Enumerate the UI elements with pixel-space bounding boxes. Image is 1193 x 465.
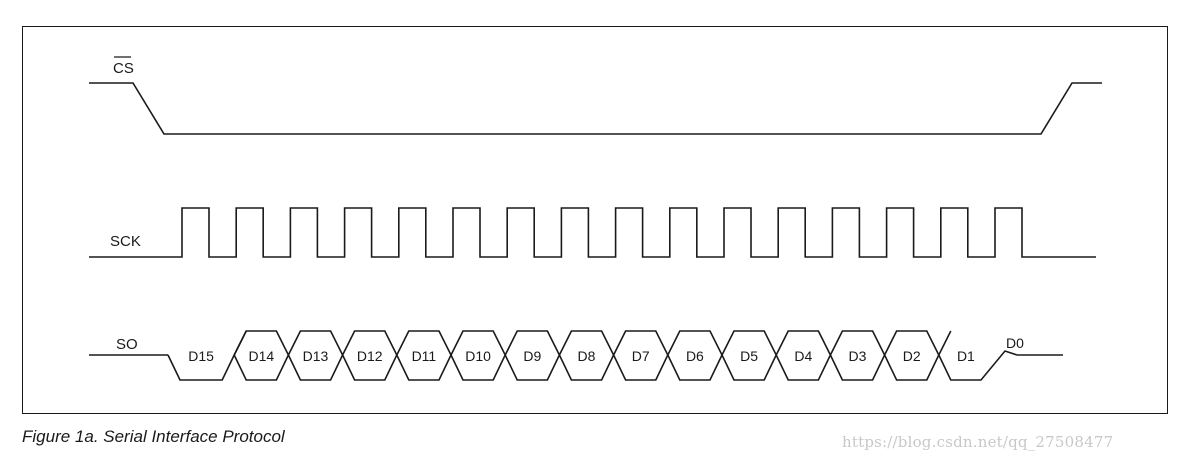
bit-label-d0: D0 — [1006, 335, 1024, 351]
cs-label: CS — [113, 60, 134, 77]
cs-waveform — [89, 82, 1102, 135]
bit-label-d6: D6 — [686, 348, 704, 364]
bit-label-d13: D13 — [303, 348, 329, 364]
bit-label-d1: D1 — [957, 348, 975, 364]
sck-label: SCK — [110, 233, 141, 250]
bit-label-d15: D15 — [188, 348, 214, 364]
bit-label-d5: D5 — [740, 348, 758, 364]
bit-label-d11: D11 — [412, 348, 437, 364]
bit-label-d14: D14 — [248, 348, 274, 364]
bit-label-d4: D4 — [794, 348, 812, 364]
bit-label-d2: D2 — [903, 348, 921, 364]
sck-waveform — [89, 207, 1096, 258]
bit-label-d3: D3 — [849, 348, 867, 364]
diagram-frame — [22, 26, 1168, 414]
so-bit-labels: D15 D14 D13 D12 D11 D10 D9 D8 D7 D6 D5 D4 D3 D2 D1 — [188, 348, 975, 364]
figure-caption: Figure 1a. Serial Interface Protocol — [22, 427, 285, 446]
bit-label-d7: D7 — [632, 348, 650, 364]
watermark: https://blog.csdn.net/qq_27508477 — [842, 433, 1114, 451]
bit-label-d10: D10 — [465, 348, 491, 364]
bit-label-d8: D8 — [578, 348, 596, 364]
so-label: SO — [116, 336, 138, 353]
bit-label-d9: D9 — [523, 348, 541, 364]
so-data-eyes — [167, 330, 1063, 381]
bit-label-d12: D12 — [357, 348, 383, 364]
